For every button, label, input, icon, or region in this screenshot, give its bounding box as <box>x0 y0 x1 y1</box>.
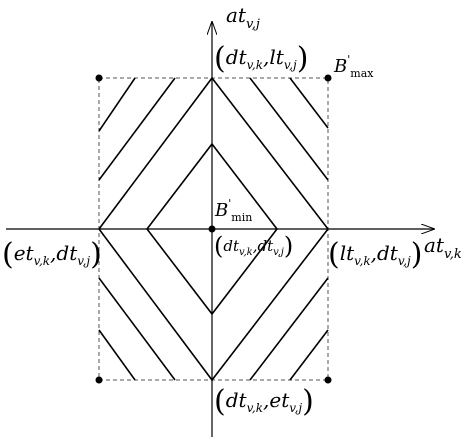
outer-diamond <box>98 76 330 382</box>
corner-line-br-outer <box>249 277 329 381</box>
corner-line-tr-outer <box>249 77 329 181</box>
right-point-label: (ltv,k,dtv,j) <box>328 237 422 272</box>
corner-dot-top-right <box>324 74 332 82</box>
left-point-label: (etv,k,dtv,j) <box>2 237 102 272</box>
bmax-label: B'max <box>333 53 374 80</box>
vertical-axis-label: atv,j <box>226 3 260 32</box>
inner-diamond <box>145 142 279 316</box>
bmin-label: B'min <box>214 197 252 224</box>
corner-dot-bottom-right <box>324 376 332 384</box>
bottom-point-label: (dtv,k,etv,j) <box>214 384 314 419</box>
corner-line-br-inner <box>289 329 329 381</box>
corner-line-tr-inner <box>289 77 329 129</box>
center-point-label: (dtv,k,dtv,j) <box>214 232 293 260</box>
top-point-label: (dtv,k,ltv,j) <box>214 41 308 76</box>
corner-line-tl-inner <box>98 77 136 132</box>
corner-line-tl-outer <box>98 77 176 181</box>
corner-line-bl-outer <box>98 277 176 381</box>
corner-lines <box>98 77 329 381</box>
corner-line-bl-inner <box>98 329 136 381</box>
corner-dot-top-left <box>95 74 103 82</box>
center-dot <box>208 225 216 233</box>
horizontal-axis-label: atv,k <box>424 233 462 262</box>
corner-dot-bottom-left <box>95 376 103 384</box>
